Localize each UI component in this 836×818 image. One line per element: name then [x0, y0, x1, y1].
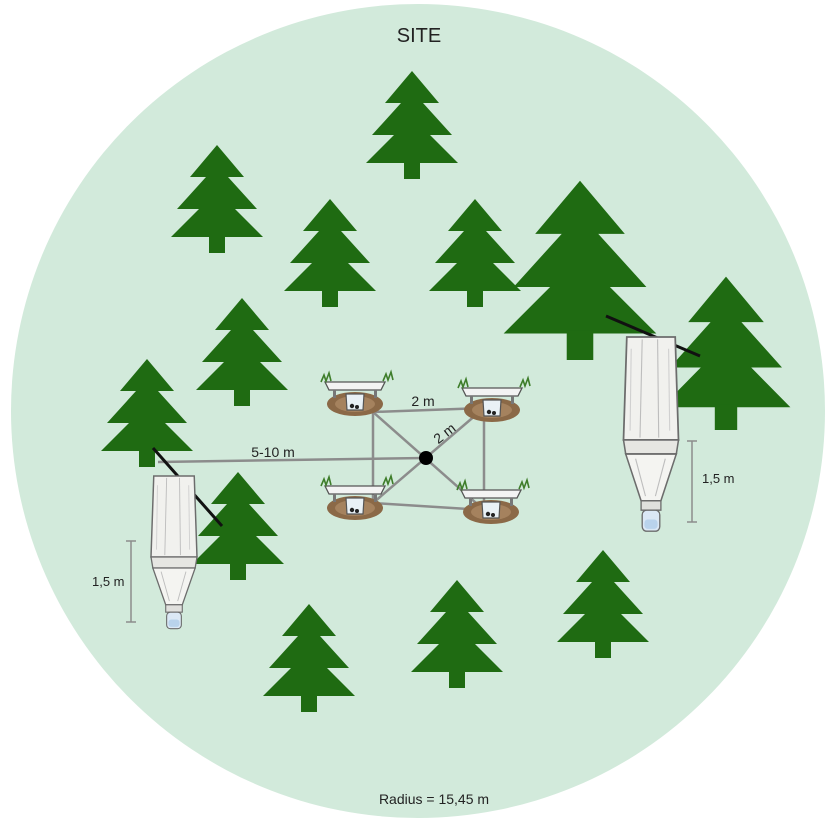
right-height-scale: [687, 440, 697, 523]
right-height-label: 1,5 m: [702, 471, 735, 486]
left-height-label: 1,5 m: [92, 574, 125, 589]
side-distance-label: 2 m: [411, 393, 434, 409]
center-point: [419, 451, 433, 465]
left-height-scale: [126, 540, 136, 623]
right-trap-tie: [605, 314, 701, 358]
site-title: SITE: [397, 25, 441, 47]
offset-distance-label: 5-10 m: [251, 444, 295, 460]
radius-label: Radius = 15,45 m: [379, 791, 489, 807]
